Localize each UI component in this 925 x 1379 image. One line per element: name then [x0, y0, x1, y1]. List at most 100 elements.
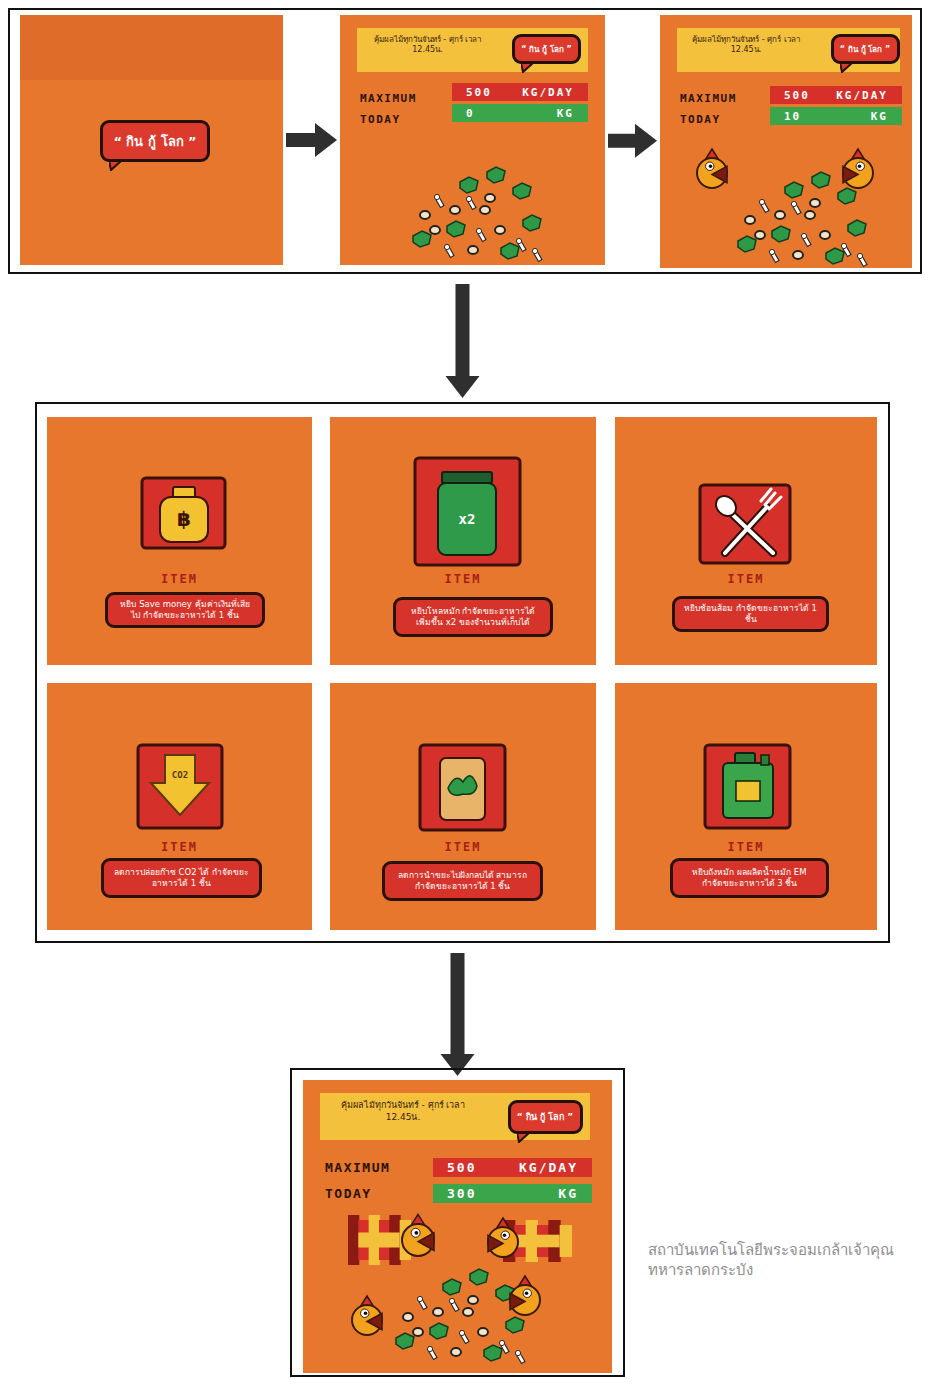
leaf [506, 1317, 524, 1333]
illustration [47, 417, 312, 665]
rice-grain [532, 248, 537, 253]
jerrycan [723, 763, 773, 818]
bar-value: KG/DAY [836, 89, 888, 102]
rice-grain [769, 249, 774, 254]
bar-value: 500 [784, 89, 810, 102]
group-frame: “ กิน กู้ โลก ”MAXIMUMTODAYคุ้มผลไม้ทุกว… [8, 8, 922, 274]
today-bar: 300KG [433, 1184, 592, 1203]
food-scrap [810, 199, 820, 207]
rice-grain [499, 1340, 504, 1345]
rice-grain [516, 238, 521, 243]
food-waste [413, 167, 542, 262]
character-eye [856, 162, 864, 170]
bar-value: KG [871, 110, 888, 123]
character-pupil [503, 1233, 507, 1237]
flow-arrow [286, 123, 337, 157]
header-band: คุ้มผลไม้ทุกวันจันทร์ - ศุกร์ เวลา 12.45… [320, 1093, 590, 1140]
character-eye [523, 1289, 531, 1297]
leaf [812, 172, 830, 188]
arrow-shaft [456, 284, 470, 376]
eater-character [843, 149, 873, 188]
screen-band [20, 15, 283, 80]
item-heading: ITEM [330, 572, 596, 586]
flow-arrow [441, 953, 475, 1076]
food-scrap [433, 1308, 443, 1316]
schedule-text: คุ้มผลไม้ทุกวันจันทร์ - ศุกร์ เวลา 12.45… [328, 1100, 478, 1123]
spoon-bowl [712, 492, 740, 520]
leaf [413, 231, 431, 247]
speech-bubble: “ กิน กู้ โลก ” [508, 1100, 583, 1134]
stat-label: TODAY [325, 1186, 372, 1201]
compost-leaves [448, 776, 477, 795]
arrow-shaft [286, 133, 315, 147]
currency-symbol: ฿ [177, 507, 191, 531]
rice-grain [466, 196, 471, 201]
bubble-tail [521, 63, 535, 73]
flow-arrow [446, 284, 480, 398]
character-pupil [414, 1231, 418, 1235]
character-eye [411, 1228, 420, 1237]
item-heading: ITEM [330, 840, 596, 854]
header-band: คุ้มผลไม้ทุกวันจันทร์ - ศุกร์ เวลา 12.45… [677, 28, 900, 72]
flame-block [348, 1215, 359, 1265]
food-scrap [451, 1348, 461, 1356]
food-scrap [485, 194, 495, 202]
character-pupil [709, 164, 713, 168]
speech-bubble: “ กิน กู้ โลก ” [100, 120, 210, 162]
jar-body [438, 483, 496, 555]
food-waste [396, 1269, 525, 1364]
item-text: ลดการนำขยะไปฝังกลบได้ สามารถกำจัดขยะอาหา… [393, 870, 532, 892]
slogan-text: “ กิน กู้ โลก ” [517, 1110, 573, 1124]
food-scrap [430, 226, 440, 234]
leaf [848, 220, 866, 236]
bubble-tail [840, 63, 854, 73]
bar-value: KG [558, 1186, 578, 1201]
rice-grain [449, 1298, 454, 1303]
eater-character [352, 1296, 382, 1335]
item-description: ลดการปล่อยก๊าซ CO2 ได้ กำจัดขยะอาหารได้ … [101, 858, 262, 898]
rice-grain [857, 253, 862, 258]
food-scrap [478, 1328, 488, 1336]
game-screen: “ กิน กู้ โลก ” [20, 15, 283, 265]
icon-box [138, 745, 222, 828]
food-scrap [805, 211, 815, 219]
bubble-tail-shape [517, 1133, 529, 1142]
flow-arrow [608, 124, 657, 158]
can-spout [761, 755, 769, 765]
item-text: หยิบถังหมัก ผลผลิตน้ำหมัก EM กำจัดขยะอาห… [681, 867, 818, 889]
icon-box [705, 745, 790, 828]
character-mouth [712, 166, 727, 183]
maximum-bar: 500 KG/DAY [770, 86, 902, 104]
character-mouth [843, 166, 858, 183]
bar-value: KG/DAY [522, 86, 574, 99]
bar-value: KG/DAY [519, 1160, 578, 1175]
bar-value: 500 [466, 86, 492, 99]
leaf [838, 188, 856, 204]
food-scrap [755, 231, 765, 239]
bar-value: 10 [784, 110, 801, 123]
item-description: หยิบถังหมัก ผลผลิตน้ำหมัก EM กำจัดขยะอาห… [670, 858, 829, 898]
rice-grain [476, 228, 481, 233]
food-scrap [413, 1328, 423, 1336]
stat-label: MAXIMUM [325, 1160, 390, 1175]
can-label [736, 781, 760, 801]
today-bar: 0KG [452, 104, 588, 122]
item-text: หยิบช้อนส้อม กำจัดขยะอาหารได้ 1 ชิ้น [683, 603, 818, 625]
food-scrap [495, 226, 505, 234]
bubble-tail [517, 1133, 531, 1143]
leaf [460, 177, 478, 193]
icon-box [420, 745, 505, 830]
item-text: ลดการปล่อยก๊าซ CO2 ได้ กำจัดขยะอาหารได้ … [112, 867, 251, 889]
bubble-tail-shape [109, 161, 121, 170]
food-scrap [403, 1313, 413, 1321]
item-card: ITEM ลดการนำขยะไปฝังกลบได้ สามารถกำจัดขยะ… [330, 683, 596, 930]
character-eye [706, 162, 714, 170]
stat-label: MAXIMUM [680, 92, 737, 105]
speech-bubble: “ กิน กู้ โลก ” [831, 34, 900, 64]
slogan-text: “ กิน กู้ โลก ” [840, 43, 891, 56]
leaf [523, 215, 541, 231]
character-eye [501, 1231, 509, 1239]
leaf [447, 221, 465, 237]
food-scrap [820, 231, 830, 239]
item-heading: ITEM [615, 572, 877, 586]
